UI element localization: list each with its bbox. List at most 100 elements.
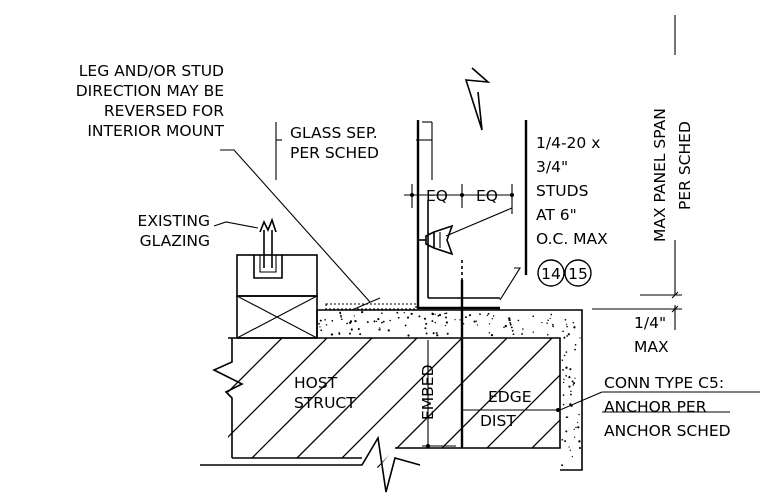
note-glass-sep: GLASS SEP. PER SCHED (290, 124, 379, 162)
note-gap: 1/4" MAX (634, 314, 669, 356)
stipple-dot (382, 320, 385, 323)
stipple-dot (563, 378, 565, 380)
stipple-dot (565, 374, 567, 377)
stipple-dot (541, 321, 543, 324)
note-conn-type-line-3: ANCHOR SCHED (604, 422, 731, 440)
stipple-dot (407, 334, 410, 337)
stipple-dot (325, 324, 328, 326)
stipple-dot (573, 327, 576, 329)
stipple-dot (340, 318, 343, 321)
note-glass-sep-line-1: GLASS SEP. (290, 124, 378, 142)
stipple-dot (568, 446, 570, 448)
eq-label-left: EQ (426, 187, 448, 205)
stipple-dot (379, 327, 381, 329)
stipple-dot (396, 311, 399, 314)
callout-15-label: 15 (568, 265, 588, 283)
stipple-dot (574, 343, 577, 346)
stipple-dot (403, 312, 405, 314)
stipple-dot (566, 325, 568, 328)
stipple-dot (574, 348, 576, 351)
stipple-dot (488, 332, 491, 334)
stipple-dot (570, 390, 572, 393)
glass-sep-dimension (275, 121, 433, 180)
note-leg-stud: LEG AND/OR STUD DIRECTION MAY BE REVERSE… (76, 62, 225, 140)
stipple-dot (338, 333, 341, 335)
stipple-dot (562, 369, 564, 371)
stipple-dot (511, 329, 514, 332)
stipple-dot (547, 319, 549, 322)
stipple-dot (565, 430, 568, 433)
stipple-dot (573, 382, 576, 385)
leader-lines (213, 149, 760, 413)
stipple-dot (562, 330, 564, 333)
stipple-dot (373, 320, 376, 323)
stipple-dot (552, 325, 555, 328)
stipple-dot (381, 321, 383, 324)
stipple-dot (577, 421, 579, 423)
stipple-dot (521, 333, 524, 335)
stipple-dot (563, 354, 566, 357)
note-edge-dist-line-1: EDGE (488, 388, 532, 406)
max-panel-span-dimension (640, 15, 682, 299)
gap-dimension (592, 305, 682, 330)
stipple-dot (562, 403, 565, 406)
stipple-dot (503, 326, 505, 329)
stipple-dot (331, 320, 334, 322)
stipple-dot (517, 319, 520, 322)
eq-dimension (404, 184, 514, 208)
note-leg-stud-line-3: REVERSED FOR (104, 102, 224, 120)
stipple-dot (438, 313, 442, 317)
stipple-dot (434, 321, 437, 324)
stipple-dot (431, 312, 434, 315)
stipple-dot (569, 368, 572, 371)
stipple-dot (561, 359, 564, 361)
note-max-panel-span-line-1: MAX PANEL SPAN (651, 108, 669, 242)
note-conn-type: CONN TYPE C5: ANCHOR PER ANCHOR SCHED (604, 374, 731, 440)
stipple-dot (424, 327, 427, 330)
note-edge-dist: EDGE DIST (480, 388, 532, 430)
stipple-dot (319, 326, 321, 328)
stipple-dot (572, 321, 575, 324)
stipple-dot (339, 312, 342, 315)
stipple-dot (444, 312, 446, 315)
stipple-dot (575, 426, 577, 429)
note-studs-line-3: STUDS (536, 182, 588, 200)
stipple-dot (532, 315, 535, 318)
stipple-dot (319, 319, 322, 322)
stipple-dot (436, 334, 439, 337)
stipple-dot (434, 313, 436, 315)
stipple-dot (487, 312, 490, 315)
stipple-dot (532, 331, 534, 333)
stipple-dot (359, 333, 362, 336)
note-glass-sep-line-2: PER SCHED (290, 144, 379, 162)
stipple-dot (546, 322, 548, 325)
stipple-dot (459, 319, 461, 321)
stipple-dot (387, 329, 390, 332)
left-break-symbol (212, 338, 244, 458)
concrete-topping (316, 309, 583, 471)
stipple-dot (509, 321, 512, 324)
stipple-dot (418, 315, 421, 318)
stipple-dot (568, 385, 571, 388)
existing-wall (236, 254, 318, 339)
stipple-dot (432, 332, 435, 335)
note-studs-line-1: 1/4-20 x (536, 134, 600, 152)
stipple-dot (425, 322, 428, 325)
stipple-dot (510, 326, 513, 329)
stipple-dot (425, 332, 428, 335)
stipple-dot (579, 337, 581, 339)
eq-label-right: EQ (476, 187, 498, 205)
stipple-dot (349, 332, 351, 335)
stipple-dot (444, 324, 447, 327)
stipple-dot (564, 440, 567, 443)
stipple-dot (349, 320, 353, 323)
stipple-dot (508, 318, 511, 322)
stipple-dot (546, 333, 549, 336)
stipple-dot (406, 316, 410, 319)
stipple-dot (468, 314, 472, 317)
stipple-dot (354, 319, 357, 323)
note-gap-line-2: MAX (634, 338, 669, 356)
existing-glazing-pane (259, 217, 277, 268)
stipple-dot (377, 318, 380, 321)
stipple-dot (320, 329, 323, 332)
